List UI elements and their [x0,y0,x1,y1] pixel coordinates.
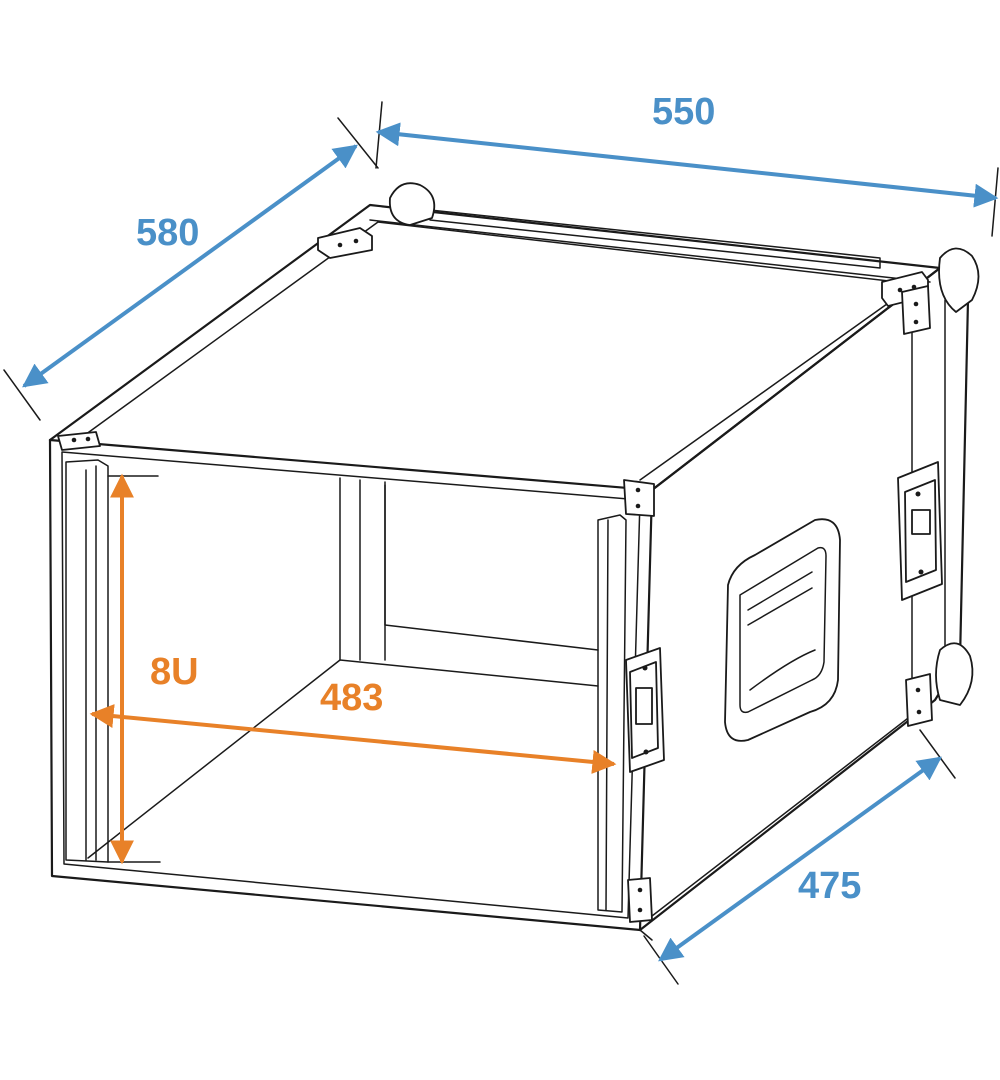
bottom-edge [639,929,653,941]
latch-screw [915,491,921,497]
bracket-hole [913,301,919,307]
front-latch [625,647,665,773]
interior-back-post [339,477,386,661]
side-depth-dimension-label: 475 [798,865,861,907]
ext-line-depth-front [3,369,41,421]
bracket-hole [897,287,903,293]
rack-rail-right-inner [605,519,609,911]
bracket-hole [71,437,77,443]
corner-bracket [623,479,655,517]
latch-lever [911,509,931,535]
bracket-hole [913,319,919,325]
corner-bracket [901,285,931,335]
depth-dimension-label: 580 [136,212,199,254]
ext-line-width-right [991,167,999,237]
ext-line-width-left [375,101,383,169]
rack-rail-right [597,514,627,913]
rack-width-dimension-label: 483 [320,677,383,719]
interior-back-wall [384,484,599,651]
side-bottom-edge [651,704,926,917]
ext-line-depth-back [337,117,379,169]
corner-bracket [317,227,373,259]
side-latch [897,461,943,601]
dimension-labels: 550 580 475 483 8U [136,91,861,907]
bracket-hole [916,709,922,715]
rack-rail-left [65,459,109,863]
bracket-hole [353,238,359,244]
corner-bracket [905,673,933,727]
bracket-hole [635,503,641,509]
width-dimension-arrow [375,122,999,208]
rack-width-dimension-arrow [89,704,617,774]
handle-grip [747,571,816,691]
top-back-rim [369,219,931,283]
ball-corner [935,642,974,706]
bracket-hole [637,887,643,893]
top-panel-edge [77,221,916,481]
side-depth-dimension-arrow [658,756,942,962]
corner-bracket [627,877,653,923]
latch-screw [918,569,924,575]
bracket-hole [85,436,91,442]
latch-screw [643,749,649,755]
front-frame-inner [61,451,641,919]
ball-corner [388,182,436,226]
side-handle [724,518,841,742]
depth-dimension-arrow [22,144,358,388]
bracket-hole [915,687,921,693]
ext-line-side-back [919,729,956,779]
corner-bracket [57,431,101,451]
ball-corner [938,247,980,313]
dimension-arrows [22,122,999,962]
width-dimension-label: 550 [652,91,715,133]
interior-floor-left [87,659,341,859]
bracket-hole [637,907,643,913]
rack-height-dimension-label: 8U [150,651,199,693]
bracket-hole [635,487,641,493]
handle-recess [739,546,827,714]
handle-plate [724,518,841,742]
latch-screw [642,665,648,671]
interior-back-floor [339,659,599,687]
rack-rail-left-inner [85,465,97,861]
bracket-hole [337,242,343,248]
front-latch-lever [635,687,653,725]
